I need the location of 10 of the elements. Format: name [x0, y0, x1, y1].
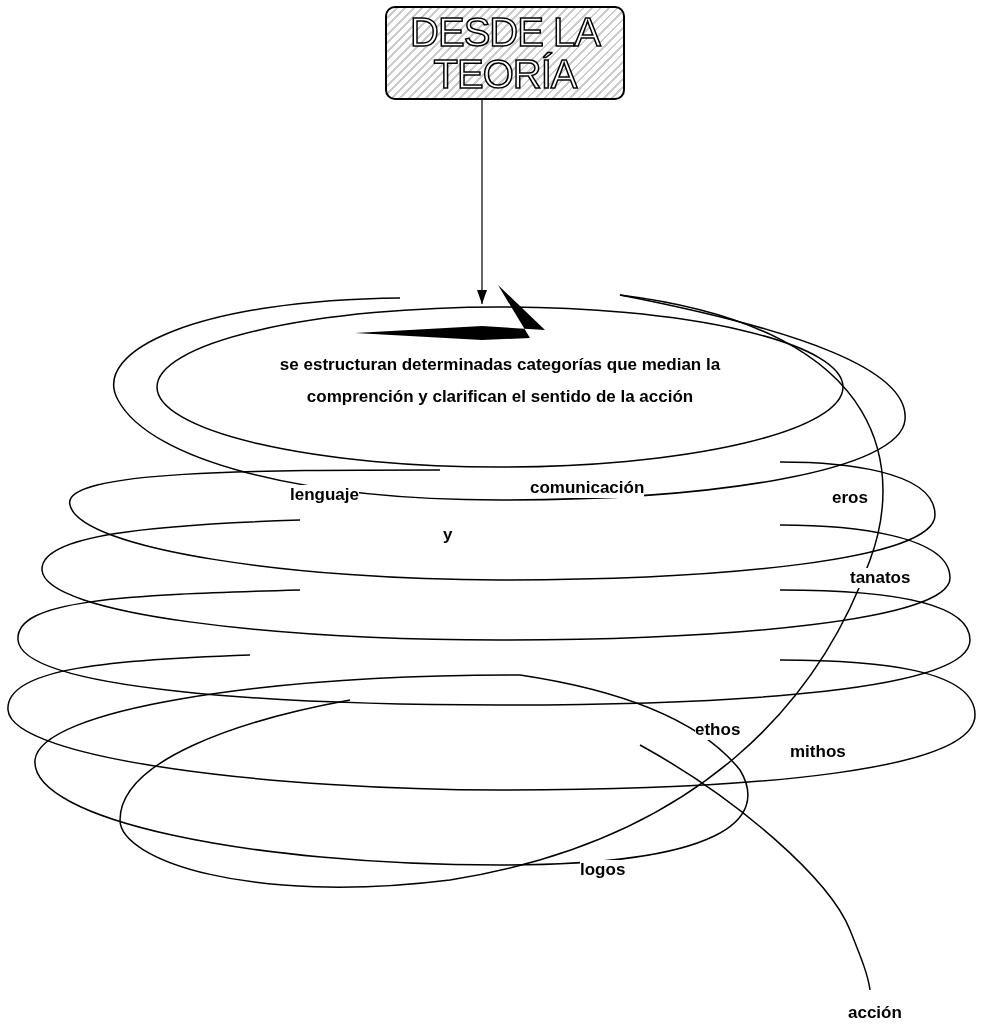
category-label: logos [580, 860, 626, 880]
title-text: DESDE LA TEORÍA [409, 11, 603, 95]
category-ellipse [155, 305, 845, 470]
category-label: tanatos [850, 568, 911, 588]
category-label: ethos [695, 720, 741, 740]
title-box [385, 6, 625, 100]
arrow [477, 99, 487, 305]
category-label: lenguaje [290, 485, 359, 505]
category-label: comunicación [530, 478, 645, 498]
description-text: se estructuran determinadas categorías que median la comprención y clarifican el sentido de la acción [278, 354, 722, 408]
